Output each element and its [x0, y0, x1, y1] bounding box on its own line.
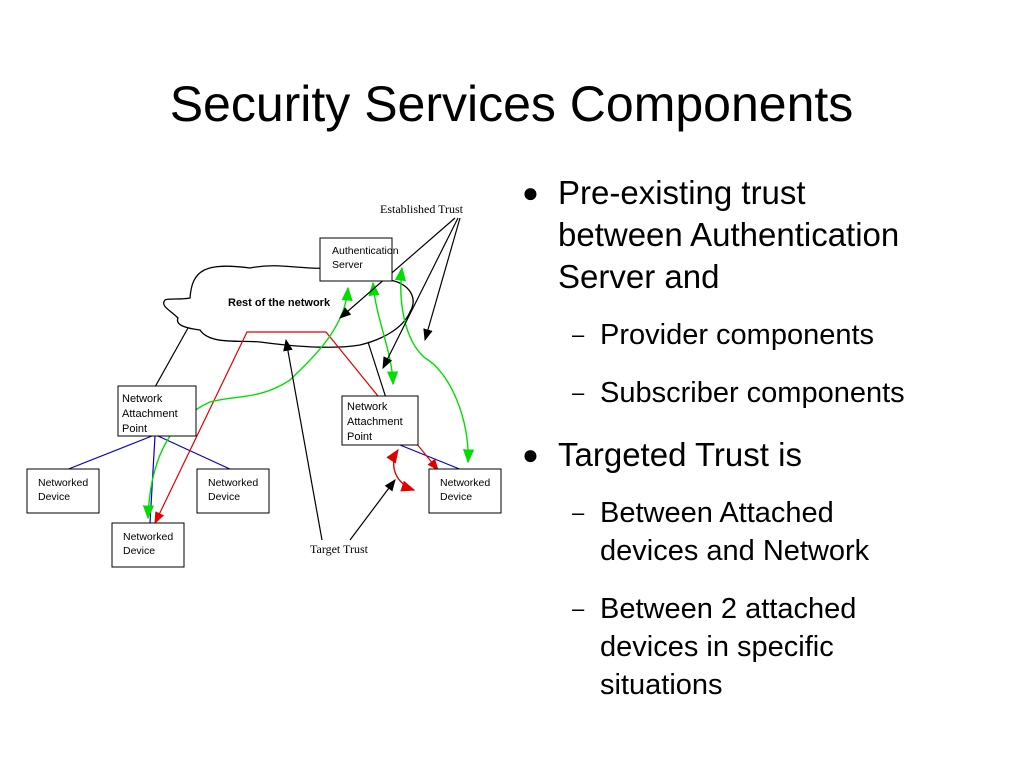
networked-device-1: Networked Device	[26, 468, 100, 514]
bullet-icon: ●	[522, 177, 539, 208]
networked-device-3: Networked Device	[111, 522, 185, 568]
networked-device-4: Networked Device	[428, 468, 502, 514]
established-trust-arrows	[339, 217, 461, 370]
svg-text:Attachment: Attachment	[347, 416, 403, 428]
target-trust-label: Target Trust	[310, 542, 369, 556]
networked-device-2: Networked Device	[196, 468, 270, 514]
sub-bullet-subscriber: – Subscriber components	[520, 374, 1010, 412]
bullet-targeted-trust: ● Targeted Trust is	[520, 434, 1010, 476]
svg-text:Networked: Networked	[208, 477, 258, 489]
dash-icon: –	[572, 380, 585, 405]
sub-bullet-attached-network: – Between Attached devices and Network	[520, 494, 1010, 570]
sub-bullet-two-devices: – Between 2 attached devices in specific…	[520, 590, 1010, 704]
dash-icon: –	[572, 322, 585, 347]
svg-text:Point: Point	[347, 431, 372, 443]
svg-text:Device: Device	[123, 545, 155, 557]
dash-icon: –	[572, 596, 585, 621]
network-attachment-point-left: Network Attachment Point	[117, 385, 197, 437]
bullet-list: ● Pre-existing trust between Authenticat…	[520, 172, 1010, 724]
dash-icon: –	[572, 500, 585, 525]
svg-text:Device: Device	[440, 491, 472, 503]
bullet-icon: ●	[522, 439, 539, 470]
bullet-preexisting-trust: ● Pre-existing trust between Authenticat…	[522, 174, 900, 295]
svg-text:Networked: Networked	[440, 477, 490, 489]
svg-text:Attachment: Attachment	[122, 408, 178, 420]
svg-text:Networked: Networked	[123, 531, 173, 543]
svg-text:Device: Device	[38, 491, 70, 503]
svg-text:Authentication: Authentication	[332, 245, 399, 257]
svg-text:Networked: Networked	[38, 477, 88, 489]
target-trust-arrows	[283, 338, 396, 541]
green-trust-paths	[142, 266, 475, 520]
cloud-label: Rest of the network	[228, 297, 331, 309]
red-local-arrow	[386, 448, 416, 492]
network-attachment-point-right: Network Attachment Point	[341, 395, 419, 446]
established-trust-label: Established Trust	[380, 202, 464, 216]
svg-text:Network: Network	[347, 401, 388, 413]
sub-bullet-provider: – Provider components	[520, 316, 1010, 354]
svg-text:Device: Device	[208, 491, 240, 503]
svg-text:Point: Point	[122, 423, 147, 435]
svg-text:Server: Server	[332, 259, 363, 271]
svg-text:Network: Network	[122, 393, 163, 405]
slide-title: Security Services Components	[169, 76, 854, 132]
authentication-server: Authentication Server	[319, 237, 399, 282]
